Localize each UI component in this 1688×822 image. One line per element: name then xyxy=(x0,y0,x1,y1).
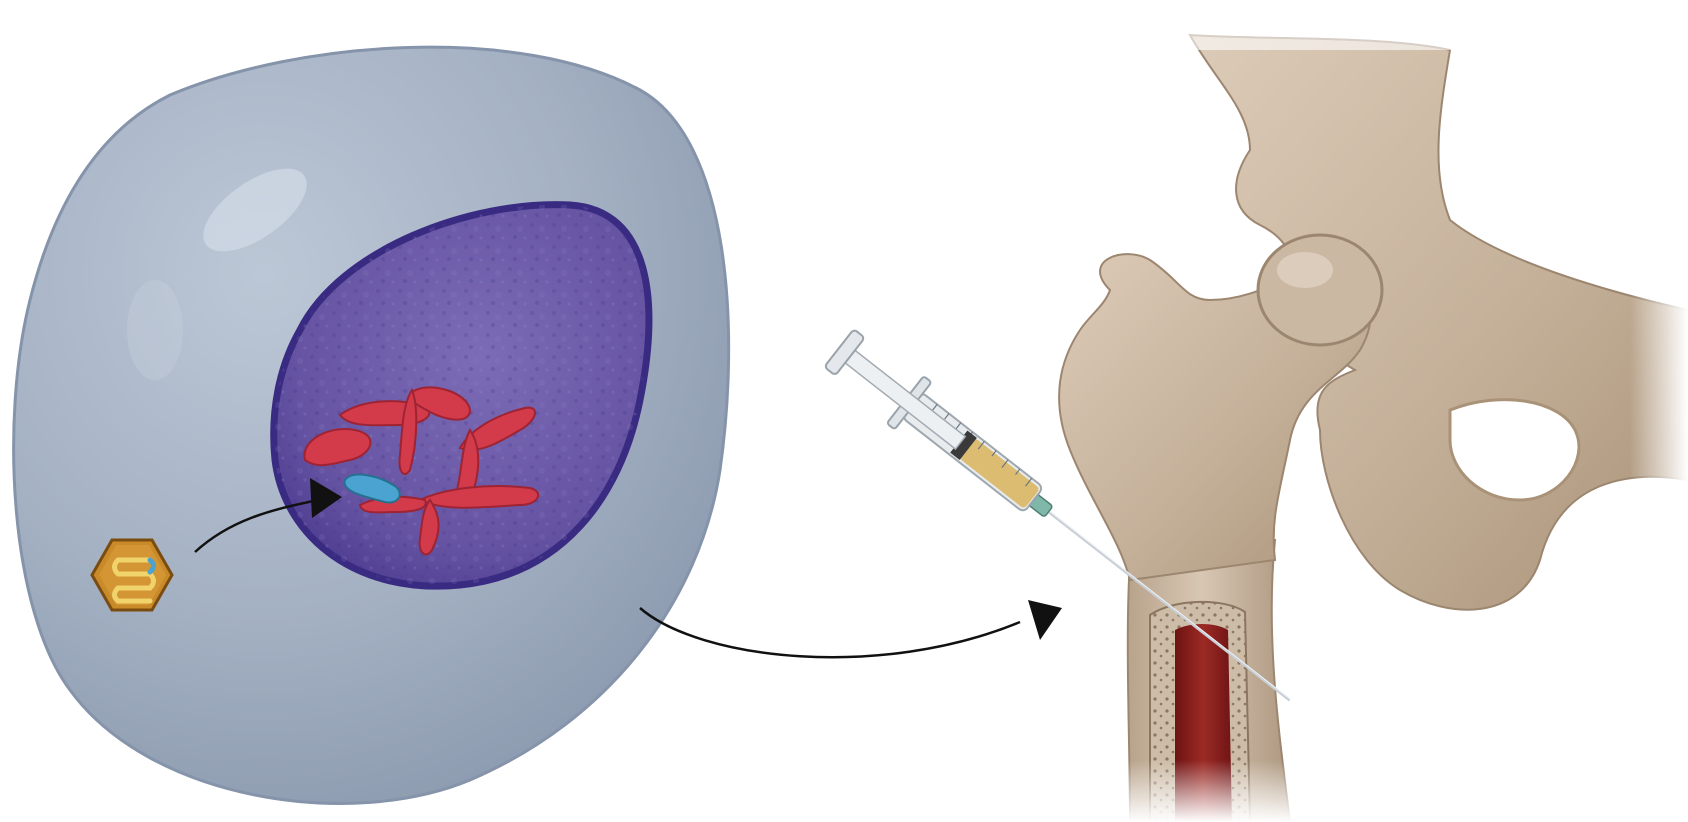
femoral-head xyxy=(1258,235,1382,345)
cell xyxy=(14,47,729,803)
arrowhead-icon xyxy=(1028,600,1062,640)
cell-to-bone-arrow xyxy=(640,608,1020,657)
hip-bone xyxy=(1059,20,1688,822)
